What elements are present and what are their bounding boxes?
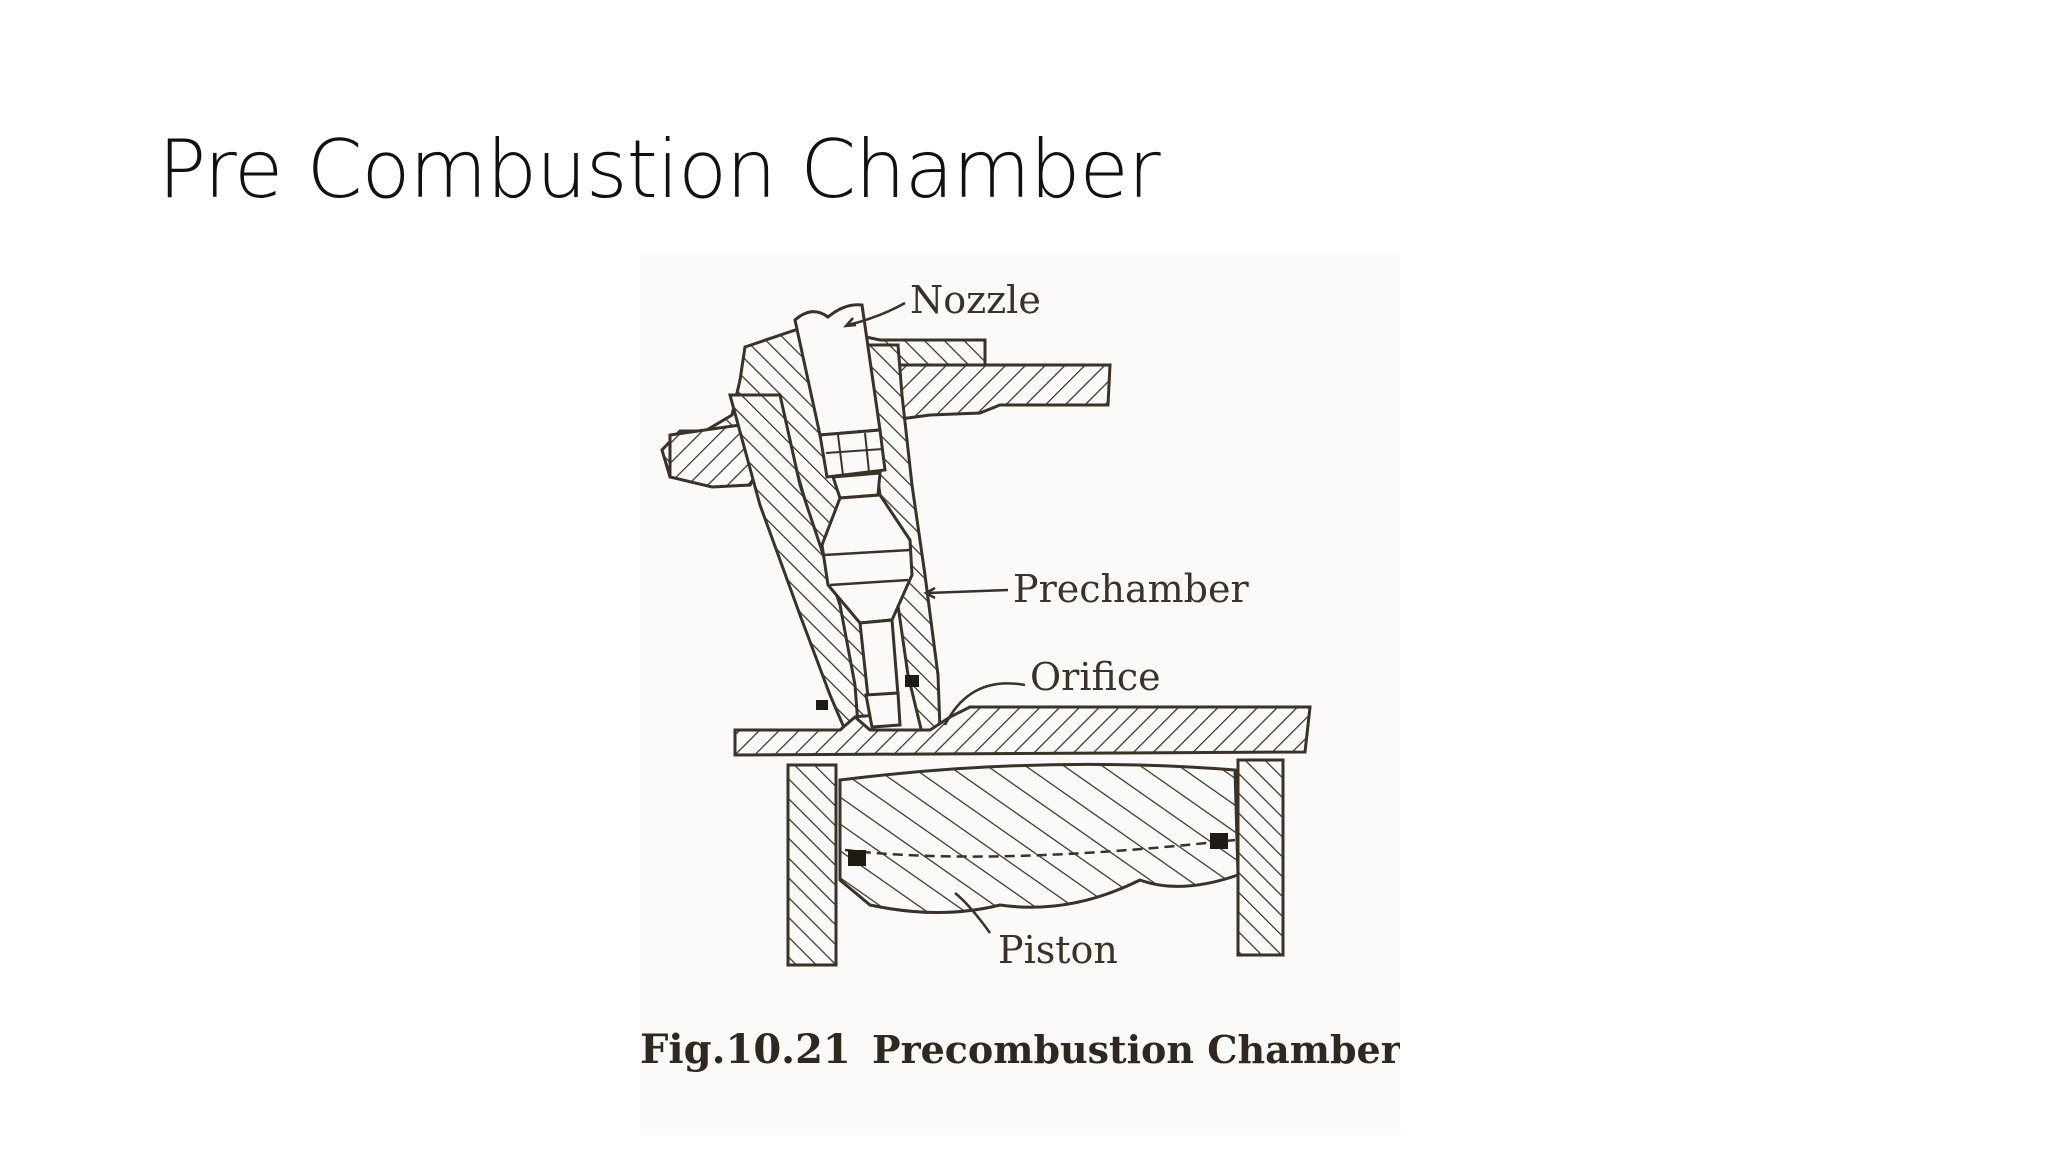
label-orifice: Orifice	[1030, 655, 1161, 699]
seal-right	[905, 675, 919, 687]
seal-left	[816, 700, 828, 710]
caption-figure-number: Fig.10.21	[640, 1026, 851, 1073]
label-nozzle: Nozzle	[910, 278, 1041, 322]
piston	[838, 762, 1240, 914]
figure: Nozzle Prechamber Orifice Piston Fig.10.…	[640, 255, 1400, 1135]
caption-text: Precombustion Chamber	[872, 1027, 1400, 1072]
label-prechamber: Prechamber	[1013, 567, 1249, 611]
head-plate	[733, 705, 1312, 757]
slide-title: Pre Combustion Chamber	[158, 123, 1161, 216]
cylinder-wall-left	[786, 763, 838, 967]
cylinder-wall-right	[1236, 758, 1285, 957]
prechamber	[820, 493, 914, 729]
label-piston: Piston	[998, 928, 1118, 972]
leader-lines	[842, 301, 1026, 934]
precombustion-chamber-diagram: Nozzle Prechamber Orifice Piston Fig.10.…	[640, 278, 1400, 1073]
nozzle	[793, 303, 887, 500]
